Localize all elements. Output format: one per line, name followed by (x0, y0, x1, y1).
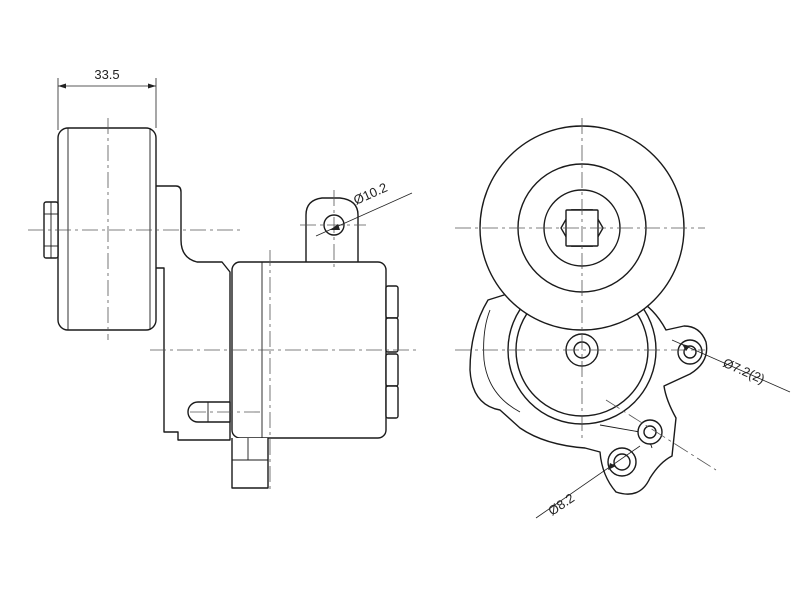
side-holes-dimension-label: Ø7.2(2) (721, 355, 767, 387)
pulley-side (57, 127, 157, 331)
width-dimension-label: 33.5 (94, 67, 119, 82)
stop-pin (187, 401, 231, 423)
side-view: 33.5 (28, 67, 420, 490)
tensioner-arm (149, 185, 231, 441)
bottom-hole (613, 453, 631, 471)
front-view: Ø7.2(2) Ø8.2 (455, 118, 791, 518)
lower-right-hole (643, 425, 657, 439)
stud-hole-dimension-label: Ø10.2 (351, 180, 389, 208)
bottom-hole-dimension-label: Ø8.2 (545, 490, 577, 518)
housing-foot (231, 438, 269, 489)
width-dimension: 33.5 (57, 67, 157, 130)
housing-ribs (385, 285, 399, 419)
